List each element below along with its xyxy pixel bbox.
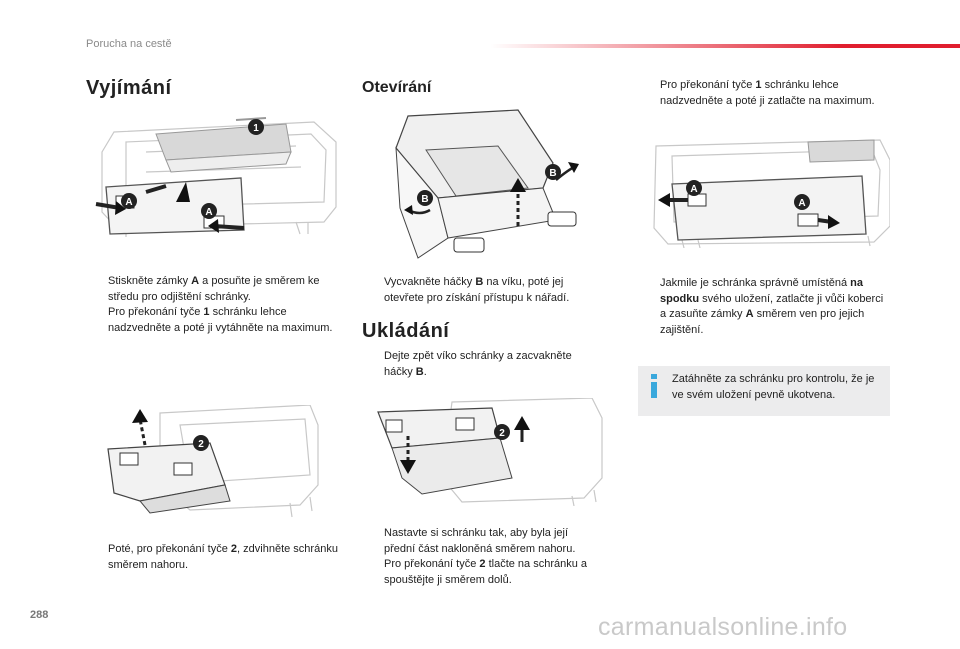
list-item: Dejte zpět víko schránky a zacvakněte há…	[384, 350, 572, 378]
lower-steps: Nastavte si schránku tak, aby byla její …	[362, 526, 602, 588]
heading-removal: Vyjímání	[86, 77, 172, 99]
list-item: Jakmile je schránka správně umístěná na …	[660, 277, 884, 336]
lock-steps: Jakmile je schránka správně umístěná na …	[638, 276, 890, 338]
illustration-open-lid: B B	[395, 109, 579, 259]
label-A: A	[125, 197, 132, 208]
list-item: Pro překonání tyče 1 schránku lehce nadz…	[108, 306, 333, 334]
info-text: Zatáhněte za schránku pro kontrolu, že j…	[672, 373, 875, 401]
illustration-lock-box: A A	[653, 139, 890, 248]
info-icon	[651, 374, 657, 398]
label-2: 2	[198, 439, 204, 450]
label-B-2: B	[421, 194, 428, 205]
storing-steps: Dejte zpět víko schránky a zacvakněte há…	[362, 349, 602, 380]
opening-steps: Vycvakněte háčky B na víku, poté jej ote…	[362, 275, 602, 306]
label-1: 1	[253, 123, 259, 134]
label-A-2: A	[205, 207, 212, 218]
label-2-store: 2	[499, 428, 505, 439]
removal-steps: Stiskněte zámky A a posuňte je směrem ke…	[86, 274, 342, 336]
list-item: Nastavte si schránku tak, aby byla její …	[384, 527, 576, 555]
heading-storing: Ukládání	[362, 320, 450, 342]
illustration-lift-box: 2	[107, 405, 319, 518]
illustration-lower-box: 2	[377, 398, 603, 506]
section-title: Porucha na cestě	[86, 38, 172, 50]
label-A-3: A	[690, 184, 697, 195]
header-accent-bar	[490, 44, 960, 48]
illustration-unlock-box: A A 1	[95, 117, 337, 237]
list-item: Stiskněte zámky A a posuňte je směrem ke…	[108, 275, 320, 303]
info-box	[638, 366, 890, 416]
page-number: 288	[30, 609, 49, 621]
list-item: Pro překonání tyče 1 schránku lehce nadz…	[660, 79, 875, 107]
push-steps: Pro překonání tyče 1 schránku lehce nadz…	[638, 78, 890, 109]
list-item: Pro překonání tyče 2 tlačte na schránku …	[384, 558, 588, 586]
label-B: B	[549, 168, 556, 179]
heading-opening: Otevírání	[362, 79, 432, 96]
watermark: carmanualsonline.info	[598, 613, 848, 641]
lift-steps: Poté, pro překonání tyče 2, zdvihněte sc…	[86, 542, 342, 573]
label-A-4: A	[798, 198, 805, 209]
list-item: Poté, pro překonání tyče 2, zdvihněte sc…	[108, 543, 338, 571]
list-item: Vycvakněte háčky B na víku, poté jej ote…	[384, 276, 570, 304]
